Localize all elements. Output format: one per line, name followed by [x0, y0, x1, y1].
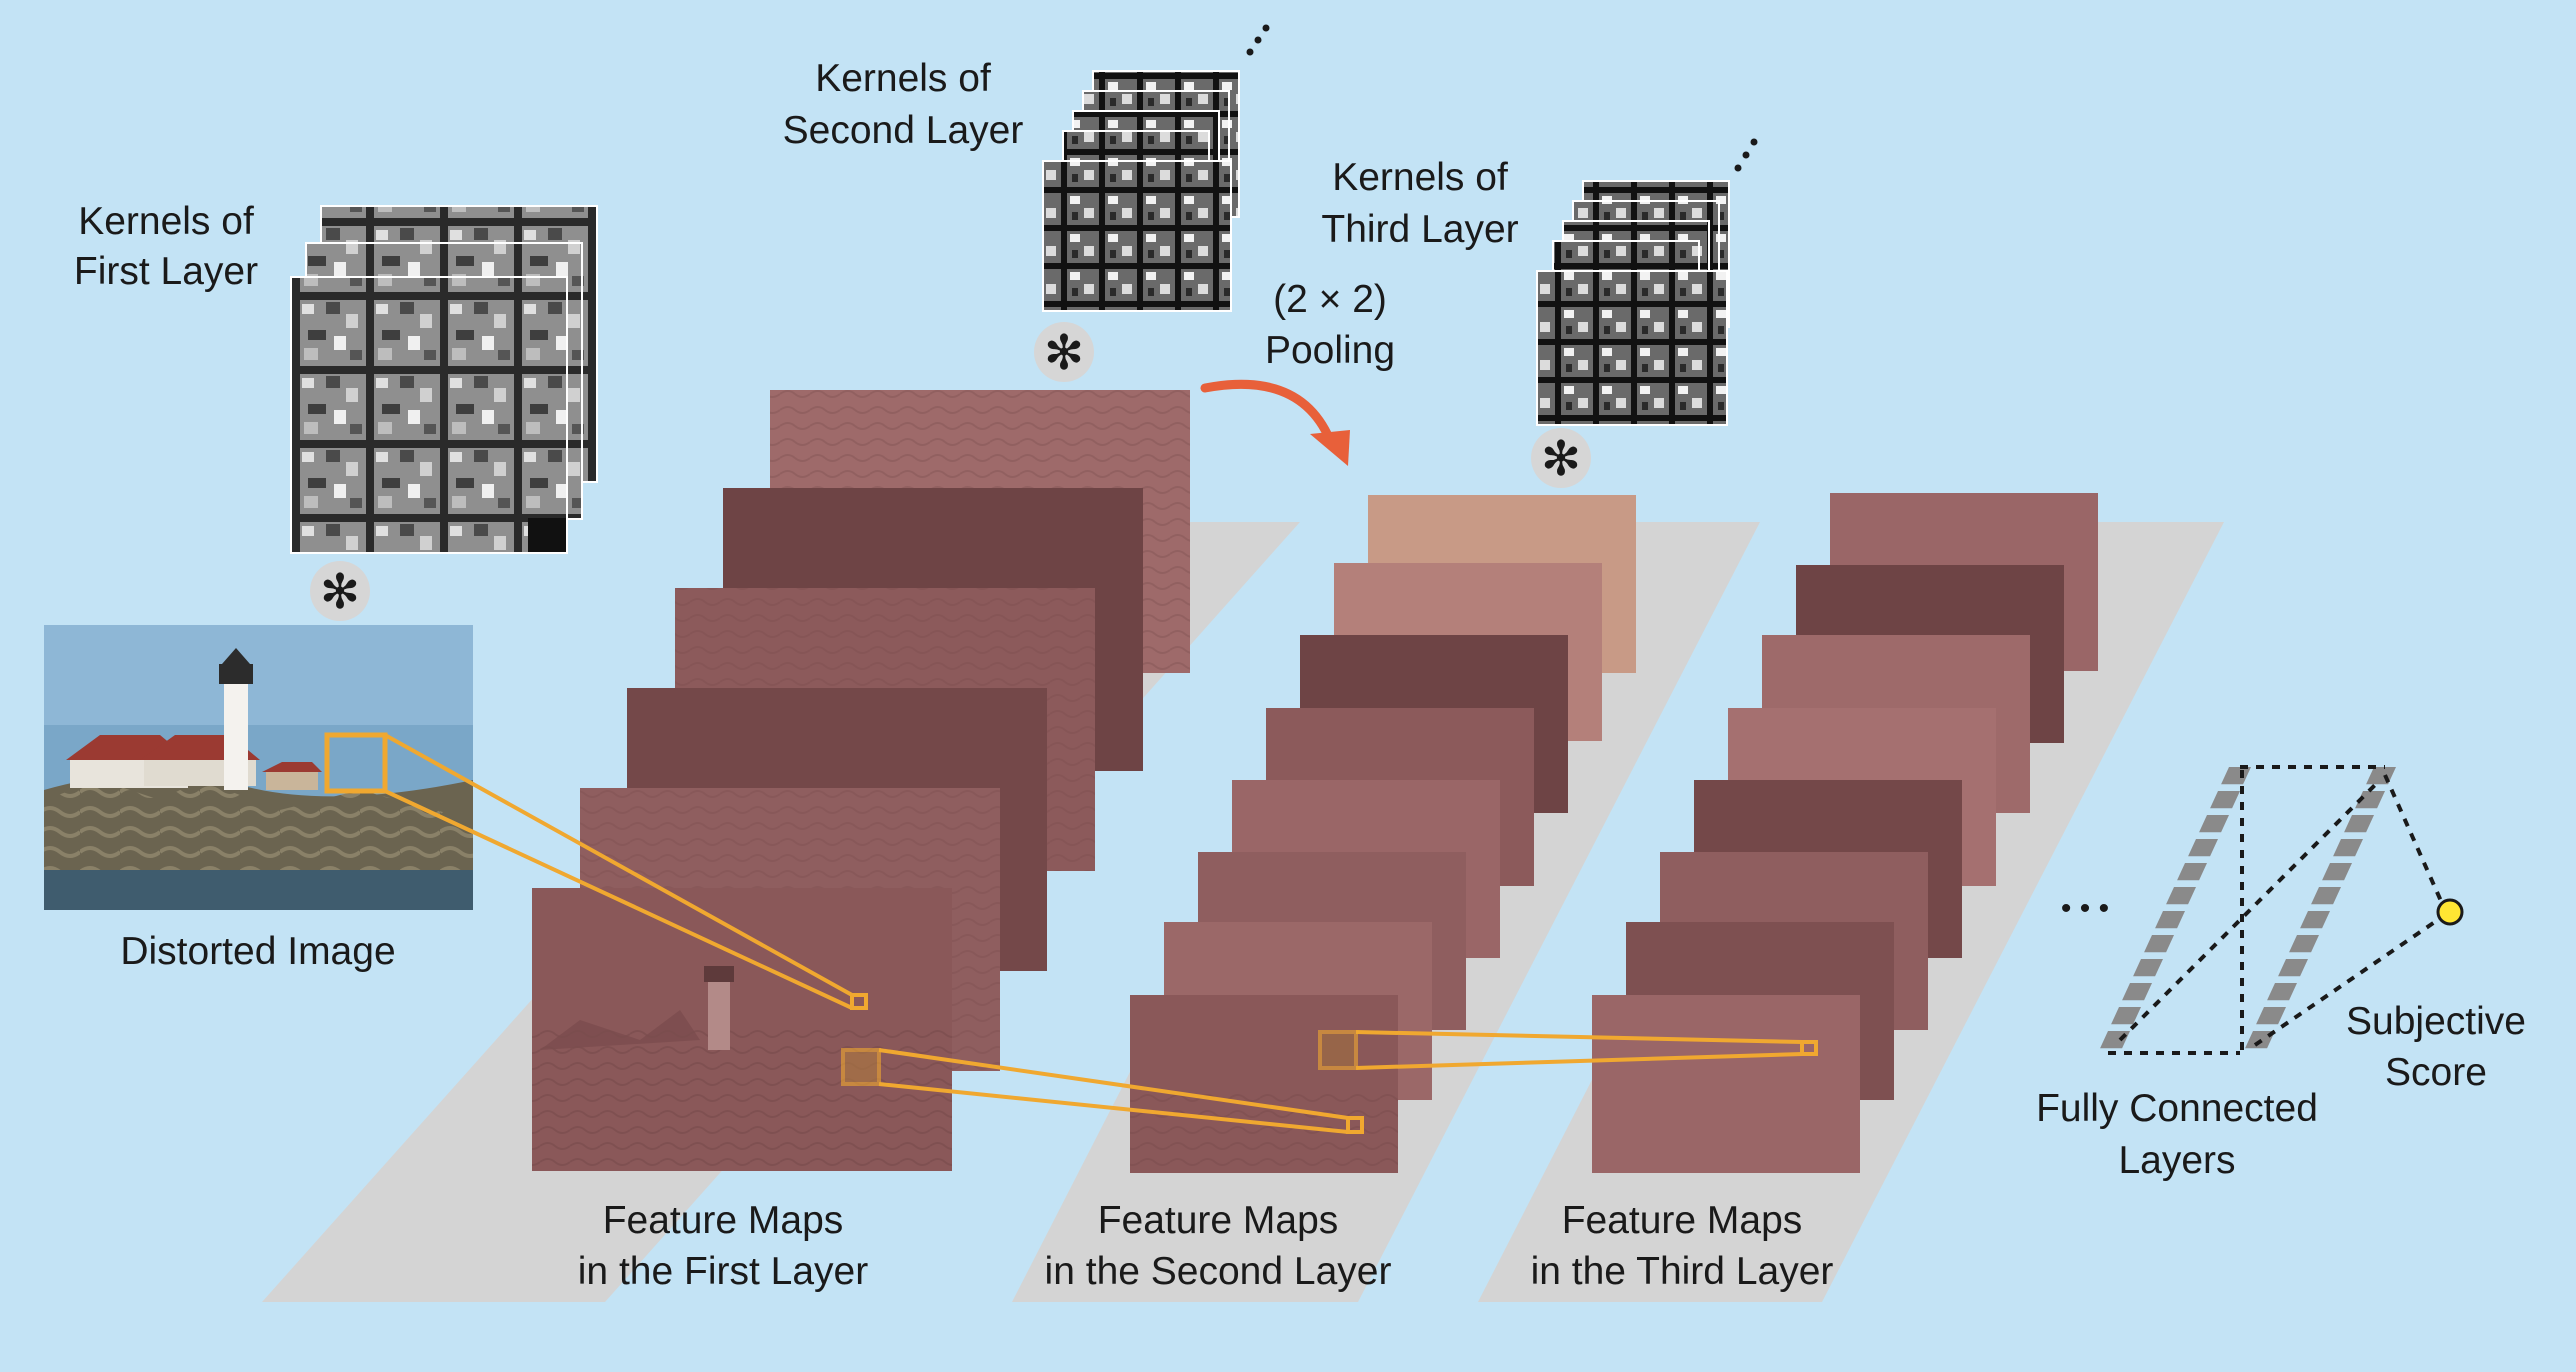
fc-neuron-segment: [2256, 1007, 2286, 1025]
fc-neuron-segment: [2177, 863, 2207, 881]
svg-text:✻: ✻: [1541, 431, 1581, 487]
label-kernels-third-1: Kernels of: [1332, 156, 1508, 199]
fully-connected-layers: [2100, 765, 2464, 1055]
label-fm-third-2: in the Third Layer: [1531, 1250, 1834, 1293]
fc-neuron-segment: [2199, 815, 2229, 833]
fc-neuron-segment: [2355, 791, 2385, 809]
label-fm-first-1: Feature Maps: [603, 1199, 844, 1242]
convolution-symbol-first: ✻: [310, 561, 370, 621]
fc-bar-left: [2100, 767, 2251, 1049]
fc-neuron-segment: [2188, 839, 2218, 857]
distorted-image: [44, 625, 473, 910]
convolution-symbol-third: ✻: [1531, 428, 1591, 488]
label-pooling-1: (2 × 2): [1273, 278, 1387, 321]
feature-maps-first-layer: [532, 390, 1190, 1171]
label-kernels-first-1: Kernels of: [78, 200, 254, 243]
label-kernels-third-2: Third Layer: [1321, 208, 1518, 251]
fc-neuron-segment: [2366, 767, 2396, 785]
fc-neuron-segment: [2155, 911, 2185, 929]
label-fm-third-1: Feature Maps: [1562, 1199, 1803, 1242]
label-score-2: Score: [2385, 1051, 2487, 1094]
fc-neuron-segment: [2289, 935, 2319, 953]
fc-neuron-segment: [2221, 767, 2251, 785]
fc-neuron-segment: [2333, 839, 2363, 857]
receptive-field-links: [384, 733, 1803, 1134]
label-kernels-second-1: Kernels of: [815, 57, 991, 100]
fc-neuron-segment: [2278, 959, 2308, 977]
convolution-symbol-second: ✻: [1034, 322, 1094, 382]
label-score-1: Subjective: [2346, 1000, 2526, 1043]
fc-neuron-segment: [2267, 983, 2297, 1001]
svg-text:✻: ✻: [1044, 325, 1084, 381]
feature-maps-third-layer: [1592, 493, 2098, 1173]
label-fm-first-2: in the First Layer: [578, 1250, 868, 1293]
label-kernels-second-2: Second Layer: [783, 109, 1024, 152]
feature-maps-second-layer: [1130, 495, 1636, 1173]
fc-ellipsis: • • •: [2061, 892, 2109, 925]
fc-neuron-segment: [2144, 935, 2174, 953]
fc-neuron-segment: [2133, 959, 2163, 977]
label-fm-second-2: in the Second Layer: [1045, 1250, 1392, 1293]
fc-neuron-segment: [2322, 863, 2352, 881]
fc-neuron-segment: [2311, 887, 2341, 905]
kernels-first-layer: [290, 205, 598, 554]
kernels-second-layer: [1042, 24, 1270, 312]
label-fc-1: Fully Connected: [2036, 1087, 2318, 1130]
fc-neuron-segment: [2300, 911, 2330, 929]
fc-neuron-segment: [2210, 791, 2240, 809]
svg-text:✻: ✻: [320, 564, 360, 620]
label-kernels-first-2: First Layer: [74, 250, 258, 293]
fc-neuron-segment: [2344, 815, 2374, 833]
fc-neuron-segment: [2111, 1007, 2141, 1025]
label-distorted-image: Distorted Image: [120, 930, 395, 973]
fc-neuron-segment: [2122, 983, 2152, 1001]
fc-neuron-segment: [2166, 887, 2196, 905]
label-pooling-2: Pooling: [1265, 329, 1395, 372]
label-fm-second-1: Feature Maps: [1098, 1199, 1339, 1242]
fc-neuron-segment: [2100, 1031, 2130, 1049]
fc-bar-right: [2245, 767, 2396, 1049]
label-fc-2: Layers: [2118, 1139, 2235, 1182]
subjective-score-node: [2436, 898, 2464, 926]
kernels-third-layer: [1536, 138, 1758, 426]
pooling-arrow: [1200, 379, 1350, 466]
